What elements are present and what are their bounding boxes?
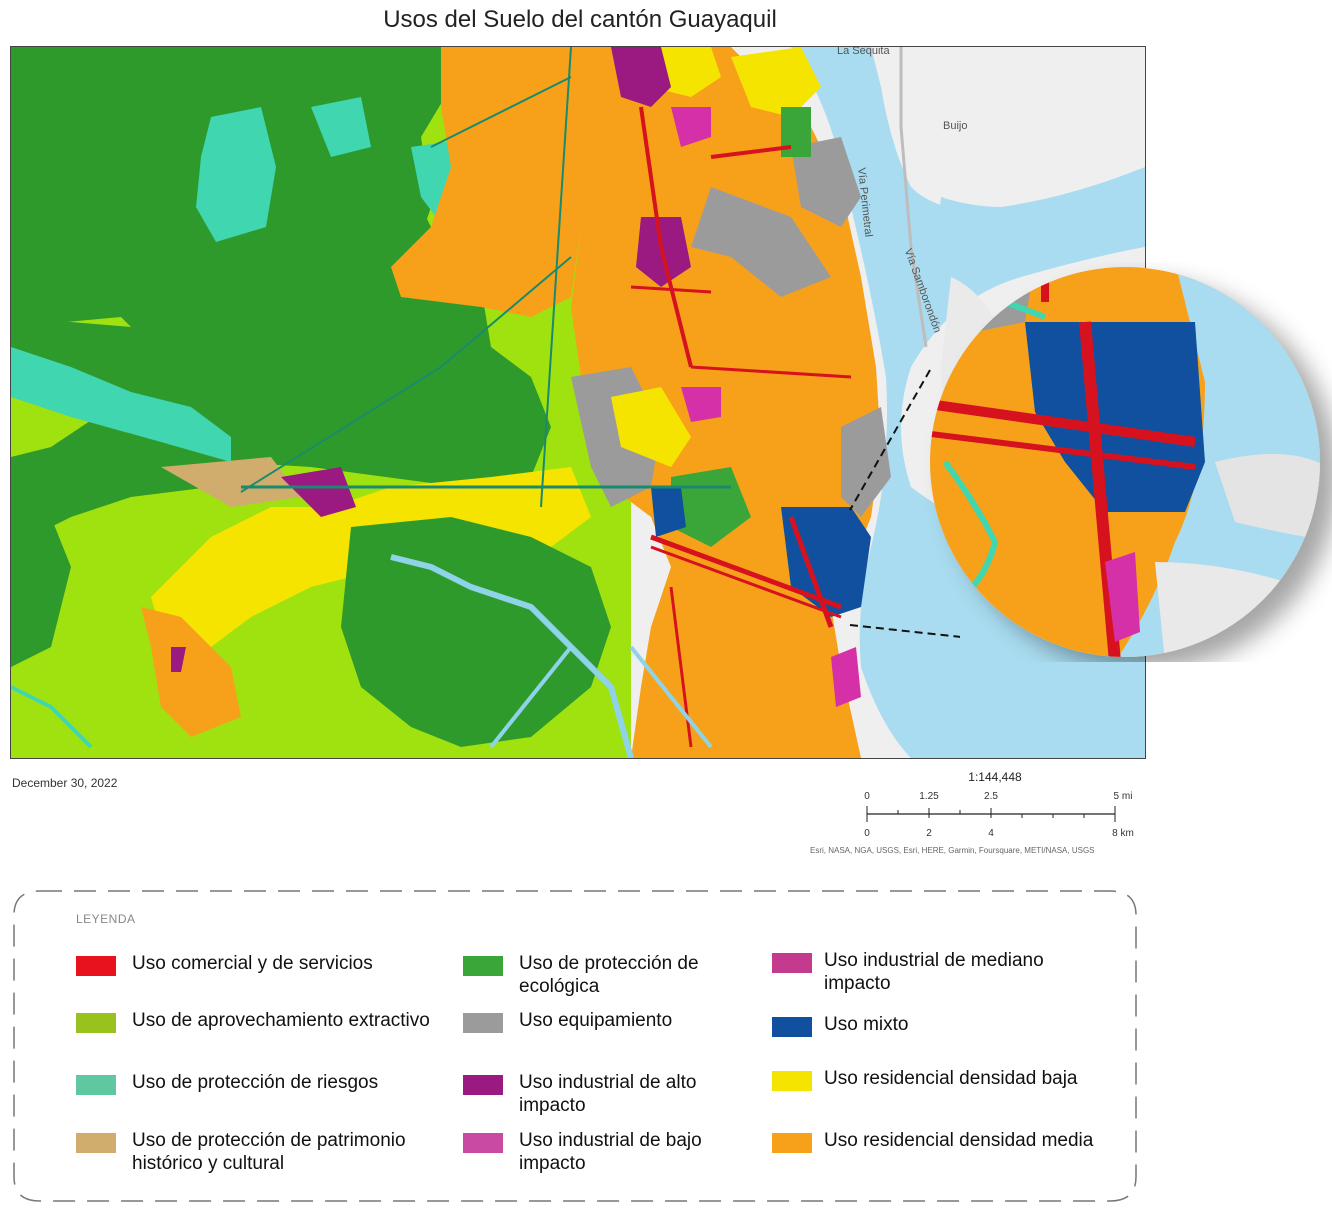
map-title: Usos del Suelo del cantón Guayaquil: [383, 6, 777, 33]
legend-label: Uso de aprovechamiento extractivo: [132, 1010, 430, 1031]
legend-label: Uso de protección de riesgos: [132, 1072, 379, 1093]
legend-title: LEYENDA: [76, 912, 136, 926]
legend-label: Uso industrial de alto impacto: [519, 1072, 697, 1116]
legend-label: Uso mixto: [824, 1014, 909, 1035]
legend-label: Uso equipamiento: [519, 1010, 673, 1031]
legend-label: Uso industrial de mediano impacto: [824, 950, 1044, 994]
legend-label: Uso de protección de ecológica: [519, 953, 699, 997]
zoom-inset[interactable]: [915, 262, 1332, 662]
legend-swatch: [76, 1133, 116, 1153]
legend-swatch: [76, 1075, 116, 1095]
legend-swatch: [772, 1017, 812, 1037]
scale-km-tick-2: 4: [988, 828, 994, 839]
scale-km-tick-3: 8 km: [1112, 828, 1134, 839]
legend-swatch: [463, 1013, 503, 1033]
scale-mi-tick-1: 1.25: [919, 791, 939, 802]
legend-label: Uso residencial densidad media: [824, 1130, 1094, 1151]
legend-label: Uso residencial densidad baja: [824, 1068, 1078, 1089]
scale-mi-tick-0: 0: [864, 791, 870, 802]
map-credits: Esri, NASA, NGA, USGS, Esri, HERE, Garmi…: [810, 846, 1095, 855]
land-use-map[interactable]: La Sequita Buijo Vía Perimetral Vía Samb…: [10, 46, 1146, 759]
scale-ratio: 1:144,448: [968, 770, 1022, 784]
legend-swatch: [463, 1075, 503, 1095]
scale-mi-tick-3: 5 mi: [1114, 791, 1133, 802]
map-date: December 30, 2022: [12, 776, 118, 790]
scale-bar: 0 1.25 2.5 5 mi 0 2 4 8 km: [860, 786, 1150, 851]
scale-km-tick-0: 0: [864, 828, 870, 839]
legend-swatch: [463, 956, 503, 976]
legend-swatch: [772, 1133, 812, 1153]
scale-km-tick-1: 2: [926, 828, 932, 839]
legend-swatch: [76, 1013, 116, 1033]
legend-frame: [13, 890, 1137, 1202]
map-canvas: [11, 47, 1145, 758]
scale-mi-tick-2: 2.5: [984, 791, 998, 802]
legend-swatch: [463, 1133, 503, 1153]
legend-swatch: [76, 956, 116, 976]
zoom-inset-canvas: [930, 267, 1320, 657]
legend-label: Uso de protección de patrimonio históric…: [132, 1130, 406, 1174]
legend-swatch: [772, 953, 812, 973]
place-label-buijo: Buijo: [943, 120, 968, 132]
zoom-leader-lines: [849, 369, 960, 638]
legend-label: Uso comercial y de servicios: [132, 953, 373, 974]
legend-label: Uso industrial de bajo impacto: [519, 1130, 702, 1174]
legend-swatch: [772, 1071, 812, 1091]
place-label-la-sequita: La Sequita: [837, 46, 890, 57]
